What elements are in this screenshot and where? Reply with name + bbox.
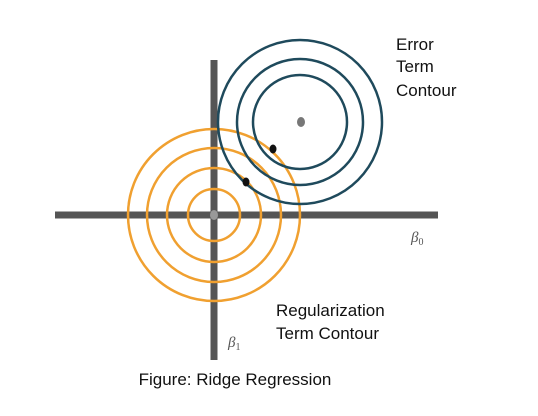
regularization-label-line: Regularization — [276, 301, 385, 320]
figure-caption: Figure: Ridge Regression — [138, 370, 332, 389]
regularization-contour-ring — [186, 187, 242, 243]
beta0-symbol: β — [410, 230, 419, 246]
error-contour-ring — [235, 57, 365, 187]
error-label-line: Contour — [396, 81, 457, 100]
error-center-point — [297, 117, 305, 127]
regularization-contour-ring — [145, 146, 283, 284]
beta1-axis-label: β1 — [227, 335, 240, 353]
beta1-subscript: 1 — [235, 342, 240, 353]
regularization-contour-ring — [165, 166, 263, 264]
tangent-point-outer — [269, 144, 277, 154]
beta1-symbol: β — [227, 335, 236, 351]
error-contours — [216, 38, 384, 206]
beta0-subscript: 0 — [418, 237, 423, 248]
regularization-contour-ring — [126, 127, 302, 303]
error-contour-ring — [251, 73, 349, 171]
tangent-point-inner — [242, 177, 250, 187]
beta0-axis-label: β0 — [410, 230, 423, 248]
regularization-center-point — [210, 210, 218, 220]
regularization-label-line: Term Contour — [276, 324, 379, 343]
error-term-label: Error Term Contour — [396, 35, 457, 100]
error-contour-ring — [216, 38, 384, 206]
error-label-line: Term — [396, 57, 434, 76]
regularization-contours — [126, 127, 302, 303]
regularization-term-label: Regularization Term Contour — [276, 301, 389, 343]
error-label-line: Error — [396, 35, 434, 54]
